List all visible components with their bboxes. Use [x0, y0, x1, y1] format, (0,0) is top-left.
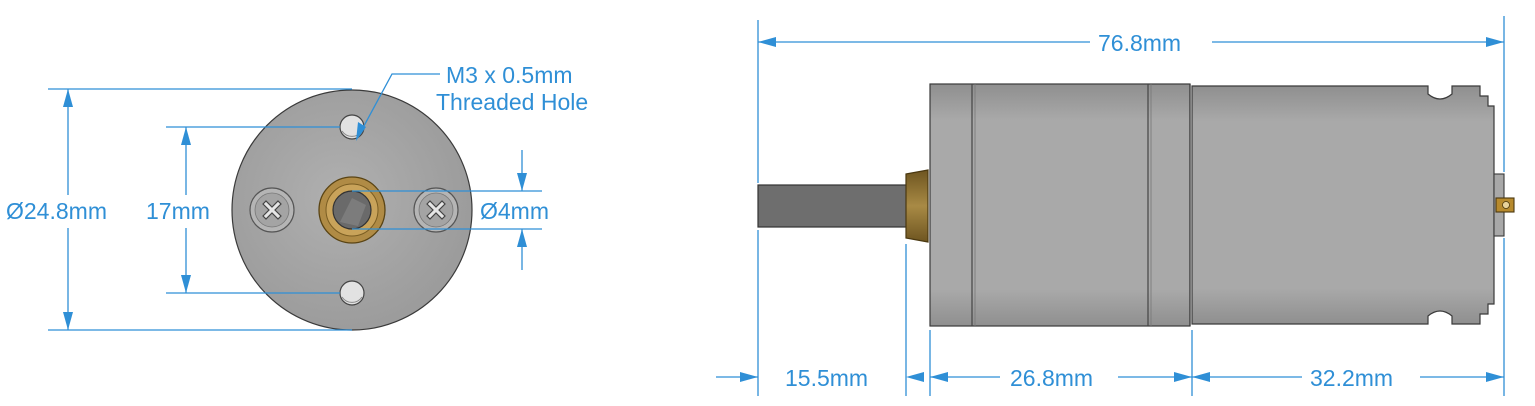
left-screw-icon — [249, 187, 295, 233]
shaft-diameter-label: Ø4mm — [480, 198, 549, 224]
gearbox-body — [929, 83, 1191, 327]
shaft-length-label: 15.5mm — [785, 365, 868, 391]
bushing-side — [905, 169, 929, 243]
shaft-end — [332, 190, 372, 230]
front-view: Ø24.8mm 17mm Ø4mm M3 x 0.5mm T — [6, 62, 588, 331]
shaft-diameter-dimension: Ø4mm — [352, 150, 549, 270]
thread-callout: M3 x 0.5mm Threaded Hole — [356, 62, 588, 141]
side-view: 76.8mm 15.5mm 26.8mm 32.2mm — [716, 16, 1515, 396]
motor-length-label: 32.2mm — [1310, 365, 1393, 391]
bottom-dimensions: 15.5mm 26.8mm 32.2mm — [716, 230, 1505, 396]
right-screw-icon — [413, 187, 459, 233]
hole-spacing-label: 17mm — [146, 198, 210, 224]
hole-spacing-dimension: 17mm — [146, 126, 340, 294]
total-length-dimension: 76.8mm — [757, 16, 1505, 183]
outer-diameter-dimension: Ø24.8mm — [6, 88, 352, 331]
thread-label-line2: Threaded Hole — [436, 89, 588, 115]
gearbox-length-label: 26.8mm — [1010, 365, 1093, 391]
motor-can — [1191, 85, 1495, 325]
terminal-tab-icon — [1495, 197, 1515, 213]
thread-label-line1: M3 x 0.5mm — [446, 62, 573, 88]
bottom-threaded-hole — [339, 280, 365, 306]
outer-diameter-label: Ø24.8mm — [6, 198, 107, 224]
total-length-label: 76.8mm — [1098, 30, 1181, 56]
output-shaft — [757, 184, 909, 228]
